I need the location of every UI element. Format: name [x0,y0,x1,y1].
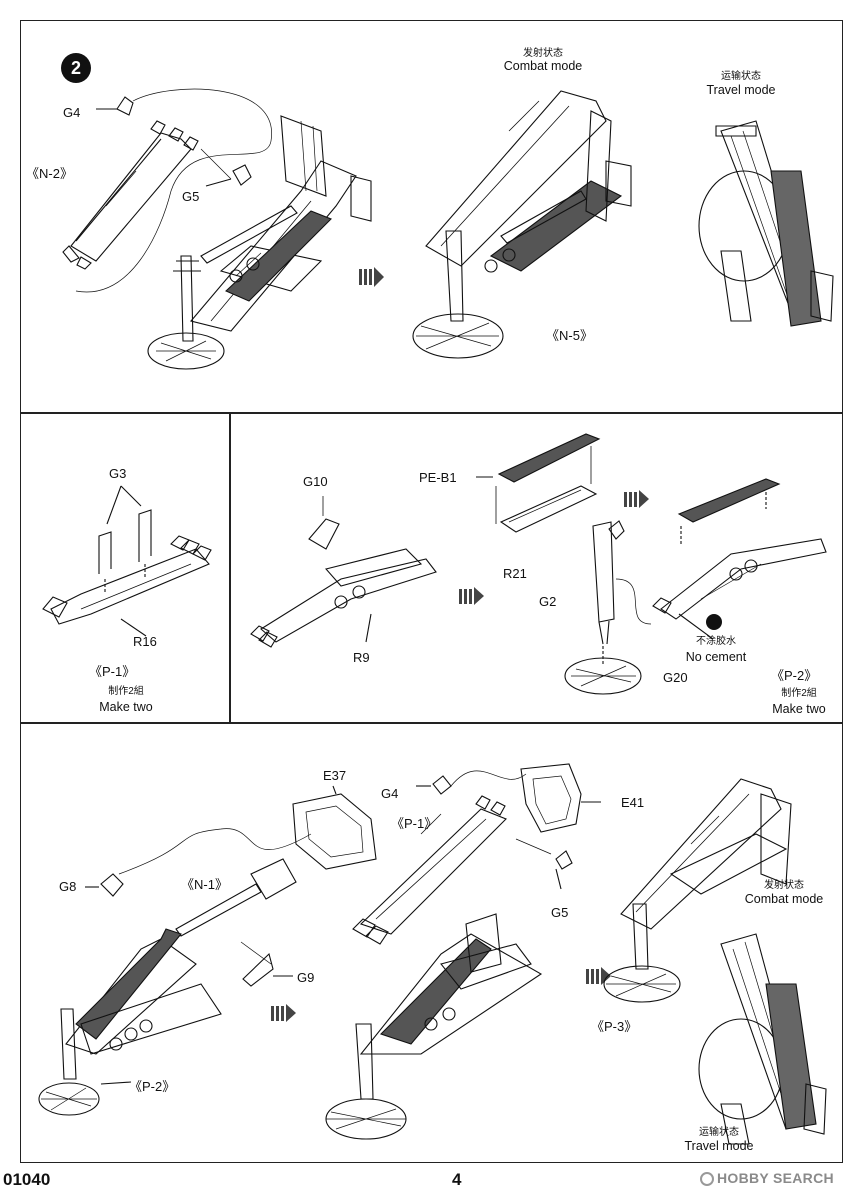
label-n5: 《N-5》 [546,328,593,343]
label-p1-b: 《P-1》 [391,816,438,831]
assembly-illustration-2 [42,485,212,637]
travel-mode-cn: 运输状态 [721,71,761,82]
label-n1: 《N-1》 [181,877,228,892]
label-g4-b: G4 [381,786,399,801]
no-cement-en: No cement [685,650,747,664]
step-panel-1: 2 G4 《N-2》 G5 《N-5》 发射状态 Combat mode 运输状… [20,20,843,413]
label-r21: R21 [503,566,527,581]
no-cement-icon [706,614,722,630]
step-panel-3: G10 PE-B1 R21 G2 R9 G20 不涂胶水 No cement 《… [230,413,843,723]
label-r9: R9 [353,650,370,665]
label-g5-b: G5 [551,905,569,920]
combat-mode-en-2: Combat mode [744,892,824,906]
combat-mode-en: Combat mode [503,59,583,73]
label-g2: G2 [539,594,557,609]
label-p1: 《P-1》 [89,664,136,679]
label-g4: G4 [63,105,81,120]
travel-mode-en: Travel mode [706,83,776,97]
label-e37: E37 [323,768,347,783]
watermark-text: HOBBY SEARCH [717,1170,834,1186]
label-r16: R16 [133,634,157,649]
travel-mode-cn-2: 运输状态 [699,1127,739,1138]
combat-mode-cn: 发射状态 [523,48,563,59]
label-p3: 《P-3》 [591,1019,638,1034]
page-number: 4 [452,1170,462,1189]
step-number-badge: 2 [61,53,91,83]
label-n2: 《N-2》 [26,166,73,181]
label-p2: 《P-2》 [771,668,818,683]
make-two-en: Make two [99,700,153,714]
label-g9: G9 [297,970,315,985]
assembly-illustration-4 [38,763,827,1145]
combat-mode-cn-2: 发射状态 [764,880,804,891]
watermark: HOBBY SEARCH [700,1170,834,1186]
travel-mode-en-2: Travel mode [684,1139,754,1153]
label-g5: G5 [182,189,200,204]
label-g8: G8 [59,879,77,894]
no-cement-cn: 不涂胶水 [696,636,736,647]
step-panel-4: E37 G4 E41 《P-1》 G8 《N-1》 G5 G9 《P-3》 《P… [20,723,843,1163]
label-p2-b: 《P-2》 [129,1079,176,1094]
make-two-cn: 制作2組 [108,686,144,697]
product-code: 01040 [3,1170,51,1189]
make-two-en-2: Make two [772,702,826,716]
label-g3: G3 [109,466,127,481]
label-e41: E41 [621,795,645,810]
label-g10: G10 [303,474,328,489]
assembly-illustration-3 [250,433,827,695]
assembly-illustration-1 [62,88,834,370]
step-panel-2: G3 R16 《P-1》 制作2組 Make two [20,413,230,723]
label-g20: G20 [663,670,688,685]
label-peb1: PE-B1 [419,470,457,485]
hobby-search-logo-icon [700,1172,714,1186]
make-two-cn-2: 制作2組 [781,688,817,699]
